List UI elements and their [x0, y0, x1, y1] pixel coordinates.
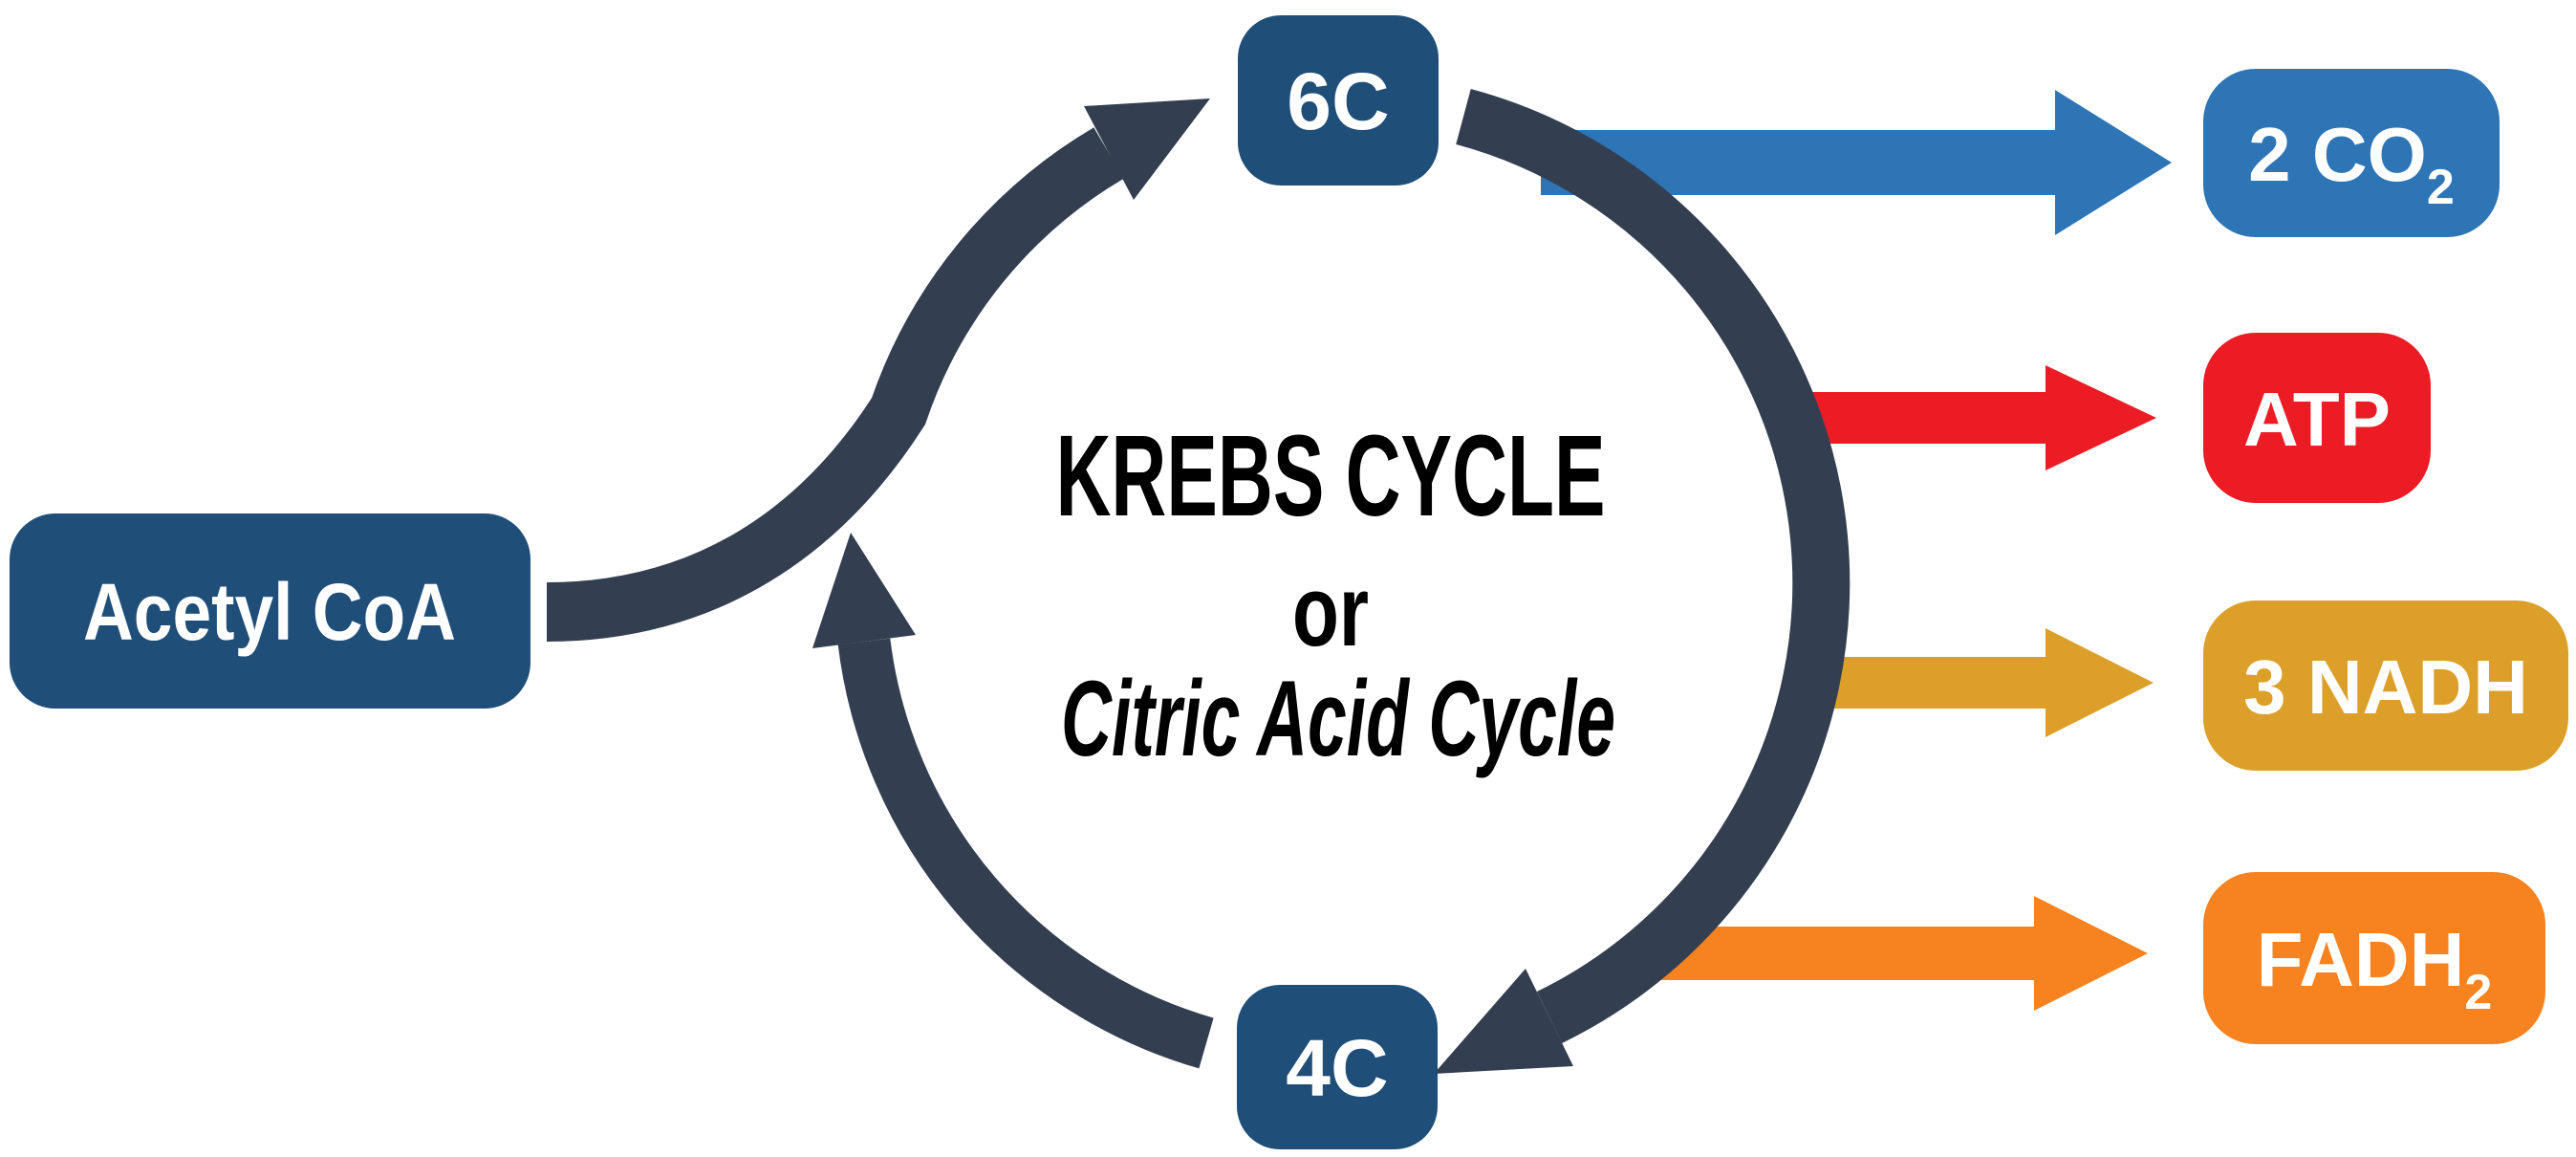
- fadh2-arrow: [1646, 896, 2148, 1011]
- co2-arrow: [1541, 90, 2172, 235]
- output-arrows: [1541, 90, 2172, 1011]
- co2-label-sub: 2: [2427, 160, 2455, 215]
- cycle-right-arc: [1456, 89, 1851, 1043]
- title-main: KREBS CYCLE: [1056, 410, 1606, 540]
- four-carbon-label: 4C: [1286, 1023, 1388, 1113]
- six-carbon-box: [1238, 15, 1439, 186]
- fadh2-box: [2203, 872, 2545, 1044]
- cycle-left-arrowhead: [812, 533, 916, 648]
- output-boxes: 2 CO2 ATP 3 NADH FADH2: [2203, 69, 2568, 1044]
- fadh2-label-main: FADH: [2257, 917, 2465, 1002]
- fadh2-label: FADH2: [2257, 917, 2493, 1020]
- six-carbon-label: 6C: [1287, 56, 1389, 146]
- acetyl-entry-arrowhead: [1084, 98, 1210, 200]
- fadh2-label-sub: 2: [2464, 965, 2492, 1020]
- atp-arrow: [1805, 365, 2156, 470]
- acetyl-entry-curve: [546, 127, 1124, 642]
- atp-label: ATP: [2243, 377, 2391, 462]
- co2-box: [2203, 69, 2500, 237]
- cycle-left-arc: [837, 638, 1214, 1069]
- acetyl-coa-box: [10, 513, 530, 709]
- cycle-right-arrowhead: [1434, 969, 1573, 1074]
- co2-label: 2 CO2: [2248, 112, 2455, 215]
- title-alt: Citric Acid Cycle: [1061, 659, 1615, 778]
- atp-box: [2203, 333, 2431, 503]
- cycle-title: KREBS CYCLE or Citric Acid Cycle: [1056, 410, 1616, 778]
- nadh-label: 3 NADH: [2243, 644, 2528, 730]
- nadh-arrow: [1833, 628, 2154, 737]
- nadh-box: [2203, 600, 2568, 771]
- co2-label-main: 2 CO: [2248, 112, 2427, 197]
- cycle-nodes: Acetyl CoA 6C 4C: [10, 15, 1439, 1149]
- title-conjunction: or: [1292, 556, 1369, 667]
- acetyl-coa-label: Acetyl CoA: [83, 567, 456, 657]
- four-carbon-box: [1237, 985, 1438, 1149]
- cycle-ring: [546, 89, 1851, 1074]
